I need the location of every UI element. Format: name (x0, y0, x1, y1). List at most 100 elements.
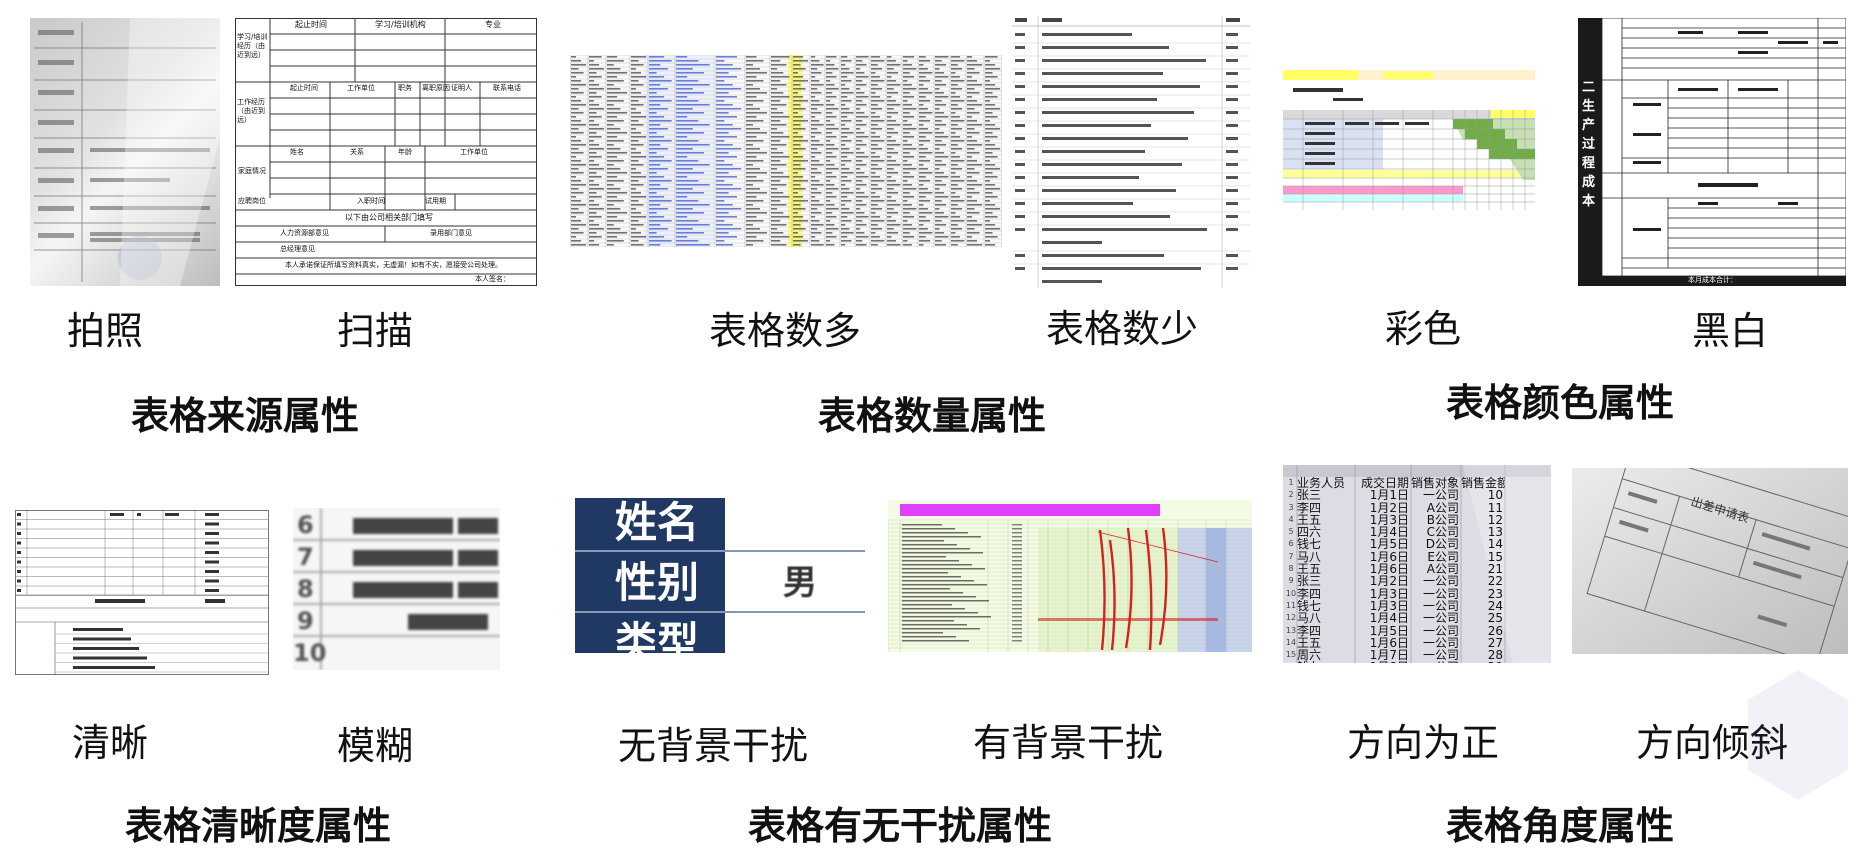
sales-header-cell: 销售对象 (1411, 477, 1460, 490)
sales-cell: 1月8日 (1355, 661, 1411, 663)
row-number: 16 (1285, 661, 1297, 663)
sales-cell: 25 (1487, 612, 1503, 625)
scan-line5: 本人签名： (475, 275, 510, 283)
caption-few-tables: 表格数少 (1045, 307, 1199, 351)
caption-upright: 方向为正 (1346, 721, 1500, 765)
sales-cell: B公司 (1426, 513, 1459, 527)
dense-spreadsheet (570, 55, 1002, 247)
scan-row-post: 应聘岗位 (238, 197, 266, 205)
clear-table (15, 510, 269, 675)
scan-h15: 试用期 (425, 197, 446, 205)
sales-cell: 21 (1487, 563, 1503, 576)
sales-cell: 一公司 (1422, 489, 1459, 502)
svg-text:10: 10 (293, 639, 326, 667)
divider-1 (575, 550, 865, 552)
sales-header-cell: 销售金额 (1461, 477, 1505, 490)
sales-header-cell: 业务人员 (1297, 477, 1346, 490)
scan-line2b: 录用部门意见 (430, 229, 472, 237)
sales-cell: 26 (1487, 624, 1503, 637)
gender-value: 男 (783, 563, 817, 603)
caption-photo: 拍照 (66, 309, 144, 353)
scan-line2a: 人力资源部意见 (280, 229, 329, 237)
thumb-photo (30, 18, 220, 286)
scan-h3: 专业 (485, 20, 501, 29)
sales-cell: 11 (1487, 501, 1503, 514)
row-number: 12 (1285, 613, 1297, 623)
sales-cell: 一公司 (1422, 636, 1459, 650)
caption-blurry: 模糊 (336, 724, 414, 768)
scan-h9: 联系电话 (493, 84, 521, 92)
scan-h1: 起止时间 (295, 20, 327, 29)
right-column (723, 498, 865, 653)
group-clarity: 表格清晰度属性 (124, 804, 392, 848)
thumb-scan: 起止时间 学习/培训机构 专业 学习/培训经历（由近到远） 起止时间 工作单位 … (235, 18, 537, 286)
sales-cell: 10 (1487, 489, 1503, 502)
label-gender: 性别 (615, 558, 700, 607)
row-number: 13 (1285, 625, 1297, 635)
sales-cell: 王五 (1297, 563, 1322, 576)
scan-row-family: 家庭情况 (238, 167, 266, 175)
sales-cell: 22 (1487, 575, 1503, 588)
sales-cell: 张三 (1297, 489, 1322, 502)
caption-clear: 清晰 (71, 721, 149, 765)
group-quantity: 表格数量属性 (817, 394, 1047, 438)
red-pen-mark-0 (1098, 529, 1106, 651)
sales-cell: 李四 (1297, 501, 1322, 514)
caption-bw: 黑白 (1691, 309, 1769, 353)
red-pen-mark-4 (1158, 527, 1168, 646)
row-number: 14 (1285, 637, 1297, 647)
caption-color: 彩色 (1384, 307, 1462, 351)
sales-cell: 一公司 (1422, 587, 1459, 600)
sales-cell: 28 (1487, 649, 1503, 662)
row-number: 5 (1288, 527, 1294, 537)
scan-row-study: 学习/培训经历（由近到远） (237, 33, 268, 59)
thumb-bw: 二 生产过程成本 本月成本合计： (1578, 18, 1846, 286)
sales-cell: 周六 (1297, 649, 1322, 662)
sales-cell: 1月6日 (1369, 563, 1409, 576)
sales-cell: 1月1日 (1369, 489, 1409, 502)
sales-cell: 一公司 (1422, 612, 1459, 625)
upright-sheet-bg (1283, 465, 1551, 663)
magenta-title-bar (900, 504, 1160, 516)
divider-2 (575, 611, 865, 613)
sales-cell: 一公司 (1422, 599, 1459, 613)
caption-with-bg: 有背景干扰 (972, 721, 1164, 765)
sales-cell: 一公司 (1422, 624, 1459, 637)
red-pen-mark-3 (1144, 529, 1153, 651)
sales-cell: 1月2日 (1369, 501, 1409, 514)
gantt-spreadsheet (1283, 70, 1535, 210)
sales-cell: 1月4日 (1369, 526, 1409, 539)
thumb-many-tables (570, 55, 1002, 247)
sales-cell: 1月7日 (1369, 649, 1409, 662)
row-number: 1 (1288, 478, 1294, 487)
sales-cell: 12 (1487, 513, 1503, 527)
row-number: 7 (1288, 551, 1294, 561)
cost-table-bw (1578, 18, 1846, 286)
caption-no-bg: 无背景干扰 (617, 724, 809, 768)
sales-cell: 钱七 (1297, 538, 1322, 551)
requirement-list-table (1012, 16, 1250, 288)
row-number: 3 (1288, 502, 1294, 512)
thumb-few-tables (1012, 16, 1250, 288)
sales-cell: 27 (1487, 636, 1503, 650)
red-pen-mark-1 (1108, 539, 1116, 651)
row-number: 8 (1288, 564, 1294, 574)
scan-h11: 关系 (350, 148, 364, 156)
sales-cell: 李四 (1297, 624, 1322, 637)
scan-line1: 以下由公司相关部门填写 (345, 213, 433, 222)
sales-cell: 15 (1487, 550, 1503, 564)
svg-text:6: 6 (297, 511, 314, 539)
sales-cell: 李四 (1297, 587, 1322, 600)
group-angle: 表格角度属性 (1445, 804, 1675, 848)
